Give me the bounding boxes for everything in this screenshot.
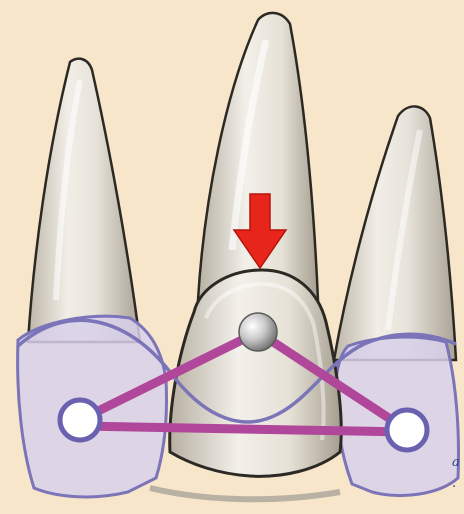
right-anchor-ring — [387, 410, 427, 450]
left-anchor-ring — [60, 400, 100, 440]
connector-base — [80, 426, 407, 432]
caption-line-1: a — [452, 455, 460, 470]
left-tooth — [28, 59, 140, 342]
caption-fragment: a . — [452, 452, 460, 494]
caption-line-2: . — [452, 476, 456, 491]
incisal-band — [150, 488, 340, 499]
pivot-sphere — [239, 313, 277, 351]
right-tooth — [334, 106, 456, 360]
